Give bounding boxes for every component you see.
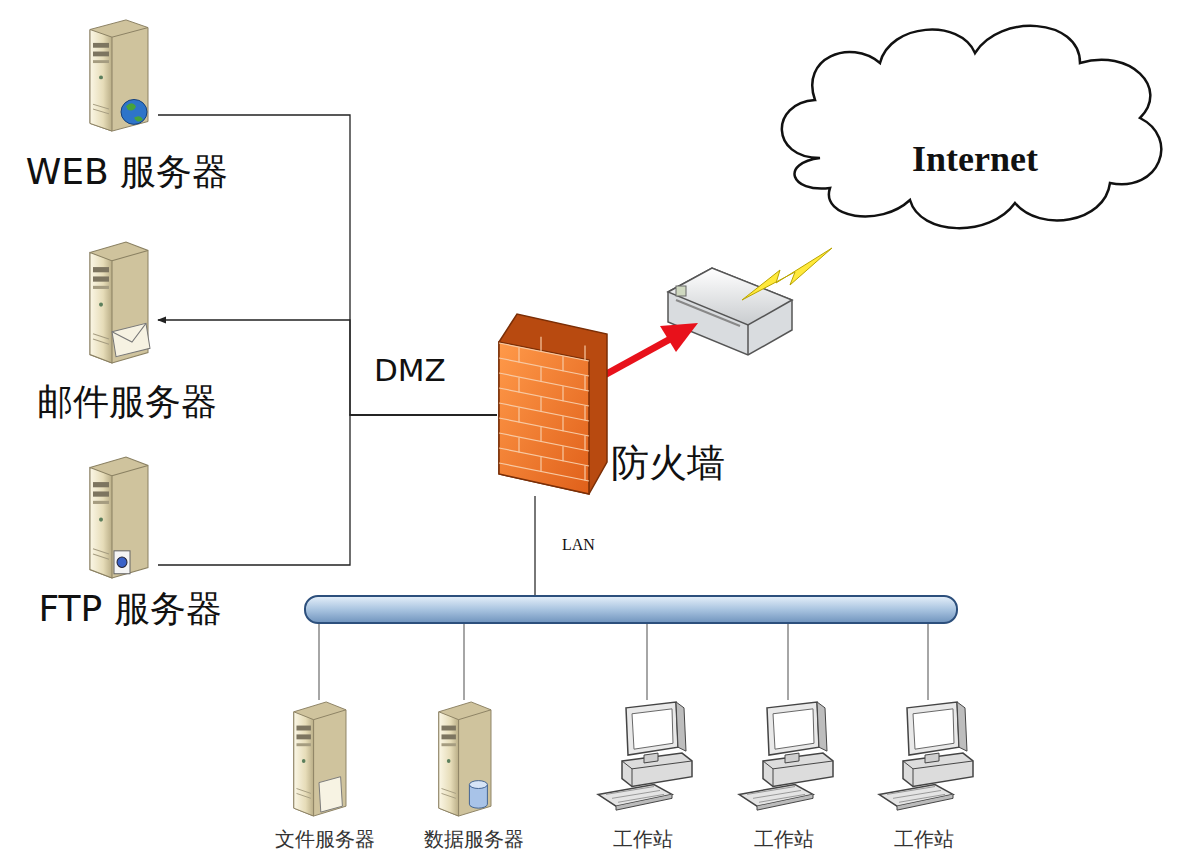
zone-label: DMZ: [374, 352, 446, 388]
node-label: 防火墙: [611, 438, 725, 489]
internet-cloud: Internet: [760, 8, 1180, 240]
node-label: 数据服务器: [424, 826, 524, 853]
server: FTP 服务器: [78, 455, 158, 580]
node-label: 邮件服务器: [37, 378, 217, 427]
node-label: 工作站: [613, 826, 673, 853]
server: 邮件服务器: [78, 240, 158, 365]
workstation: 工作站: [733, 700, 843, 818]
network-link: [158, 415, 497, 565]
node-label: 工作站: [754, 826, 814, 853]
node-label: 文件服务器: [275, 826, 375, 853]
node-label: 工作站: [894, 826, 954, 853]
node-label: Internet: [912, 138, 1038, 180]
workstation: 工作站: [592, 700, 702, 818]
lan-bus: [305, 596, 957, 623]
firewall: 防火墙: [497, 312, 609, 496]
node-label: WEB 服务器: [26, 148, 228, 197]
server: 文件服务器: [283, 700, 355, 818]
zone-label: LAN: [562, 536, 595, 554]
wan-link: [742, 248, 832, 300]
server: 数据服务器: [428, 700, 500, 818]
node-label: FTP 服务器: [38, 585, 221, 634]
server: WEB 服务器: [78, 18, 158, 133]
workstation: 工作站: [873, 700, 983, 818]
